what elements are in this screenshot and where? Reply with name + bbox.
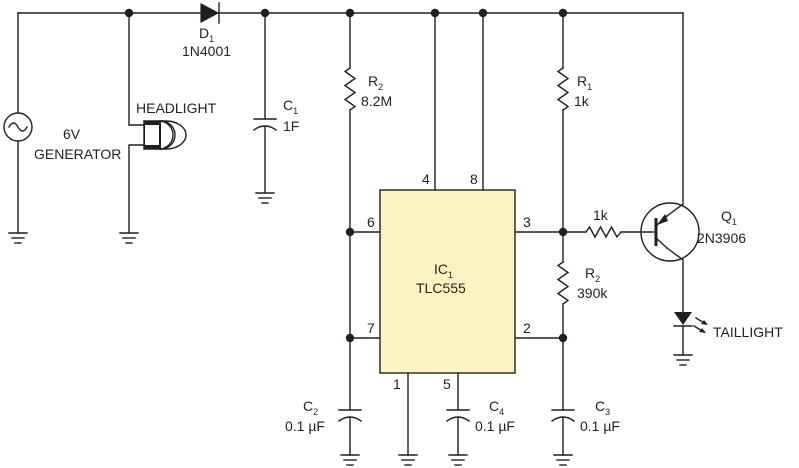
ground-headlight-icon xyxy=(119,232,139,244)
d1-value: 1N4001 xyxy=(182,43,231,59)
c4-value: 0.1 µF xyxy=(475,418,515,434)
ground-pin1-icon xyxy=(398,454,418,466)
r2-top-label: R2 xyxy=(368,73,383,92)
capacitor-c3 xyxy=(551,409,575,422)
q1-value: 2N3906 xyxy=(697,230,746,246)
capacitor-c4 xyxy=(446,409,470,422)
c3-label: C3 xyxy=(595,398,610,417)
headlight-lamp-symbol xyxy=(143,120,187,150)
resistor-r2-top xyxy=(343,67,357,111)
r2-right-value: 390k xyxy=(577,285,608,301)
ground-c2-icon xyxy=(340,454,360,466)
q1-label: Q1 xyxy=(721,208,737,227)
c2-label: C2 xyxy=(303,398,318,417)
capacitor-c2 xyxy=(338,409,362,422)
c2-value: 0.1 µF xyxy=(285,418,325,434)
wires xyxy=(17,12,684,456)
ic1-label: IC1 xyxy=(434,261,453,280)
c1-value: 1F xyxy=(283,118,299,134)
capacitor-c1 xyxy=(253,118,277,131)
pin-6-label: 6 xyxy=(367,214,375,230)
pin-3-label: 3 xyxy=(523,214,531,230)
ground-c4-icon xyxy=(448,454,468,466)
taillight-led-symbol xyxy=(673,312,708,333)
diode-d1 xyxy=(200,2,220,24)
ground-c1-icon xyxy=(255,192,275,204)
r-base-value: 1k xyxy=(593,207,609,223)
headlight-label: HEADLIGHT xyxy=(136,100,217,116)
pin-8-label: 8 xyxy=(470,171,478,187)
r2-top-value: 8.2M xyxy=(361,93,392,109)
r1-value: 1k xyxy=(574,93,590,109)
pin-4-label: 4 xyxy=(422,171,430,187)
ground-taillight-icon xyxy=(673,354,693,366)
pin-2-label: 2 xyxy=(523,320,531,336)
taillight-label: TAILLIGHT xyxy=(713,324,783,340)
pin-1-label: 1 xyxy=(393,376,401,392)
pin-5-label: 5 xyxy=(443,376,451,392)
ground-c3-icon xyxy=(553,454,573,466)
c1-label: C1 xyxy=(283,97,298,116)
junction-dots xyxy=(124,8,568,343)
ic1-value: TLC555 xyxy=(416,280,466,296)
c4-label: C4 xyxy=(489,398,504,417)
d1-label: D1 xyxy=(199,25,214,44)
transistor-q1 xyxy=(640,202,700,262)
generator-voltage: 6V xyxy=(63,126,81,142)
ac-generator-symbol xyxy=(3,112,33,142)
ic1-body xyxy=(379,189,516,374)
r1-label: R1 xyxy=(577,73,592,92)
resistor-base xyxy=(585,225,622,239)
r2-right-label: R2 xyxy=(585,265,600,284)
generator-label: GENERATOR xyxy=(34,146,121,162)
pin-7-label: 7 xyxy=(367,320,375,336)
resistor-r2-right xyxy=(556,261,570,305)
resistor-r1 xyxy=(556,67,570,111)
c3-value: 0.1 µF xyxy=(580,418,620,434)
ground-generator-icon xyxy=(8,232,28,244)
